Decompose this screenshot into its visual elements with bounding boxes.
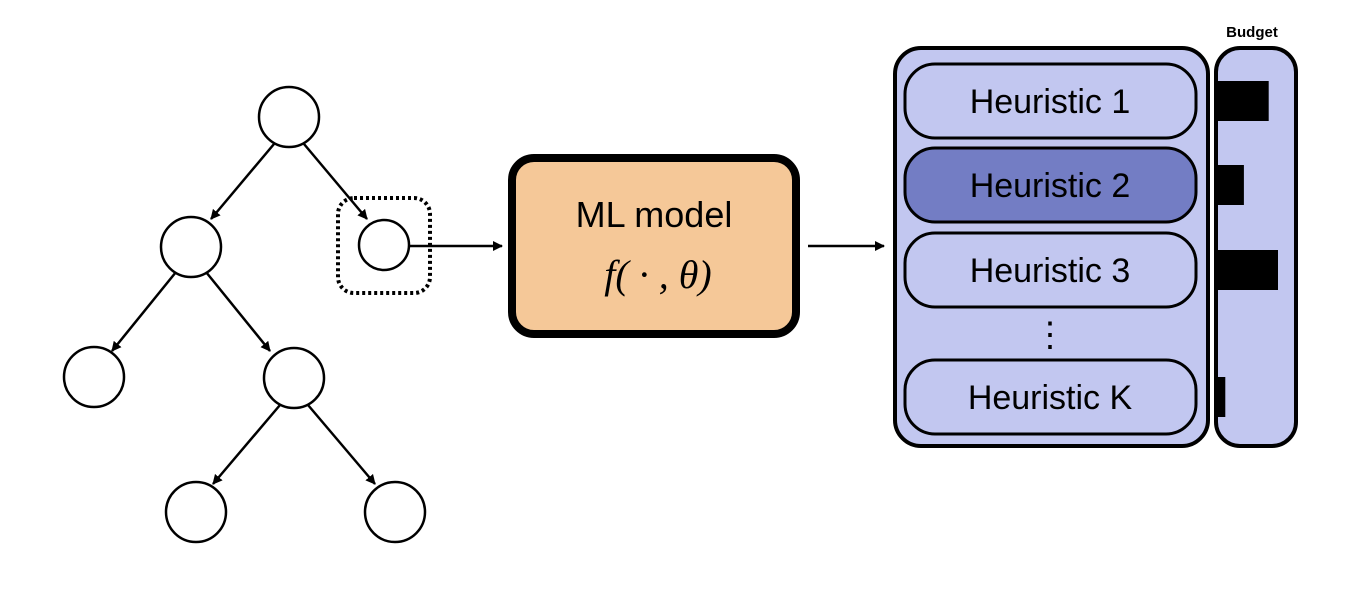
budget-bar — [1216, 250, 1278, 290]
ml-model-title: ML model — [576, 194, 733, 235]
tree-node-root[interactable] — [257, 85, 321, 149]
heuristic-label: Heuristic 3 — [970, 252, 1131, 290]
heuristic-box — [903, 231, 1198, 309]
heuristic-item[interactable]: Heuristic 1 — [903, 62, 1198, 140]
heuristic-item[interactable]: Heuristic K — [903, 358, 1198, 436]
tree-node-selected[interactable] — [357, 218, 411, 272]
tree-edge — [210, 143, 275, 220]
tree-edge — [205, 271, 271, 352]
tree-node[interactable] — [164, 480, 228, 544]
heuristic-box — [903, 62, 1198, 140]
budget-bar — [1216, 377, 1226, 417]
budget-bars — [1216, 81, 1278, 417]
tree-node[interactable] — [363, 480, 427, 544]
heuristics-ellipsis: ⋮ — [1033, 316, 1067, 354]
tree-edge — [212, 404, 281, 485]
tree-node[interactable] — [159, 215, 223, 279]
ml-model-formula: f( · , θ) — [604, 252, 711, 297]
heuristic-label: Heuristic 2 — [970, 167, 1131, 205]
budget-bar — [1216, 165, 1244, 205]
tree-node[interactable] — [62, 345, 126, 409]
tree-node[interactable] — [262, 346, 326, 410]
tree-edges — [111, 143, 376, 485]
budget-title: Budget — [1226, 24, 1278, 41]
heuristic-label: Heuristic 1 — [970, 83, 1131, 121]
tree-nodes — [62, 85, 427, 544]
budget-panel — [1214, 46, 1298, 448]
heuristic-box — [903, 358, 1198, 436]
ml-model-background — [508, 154, 800, 338]
ml-model-box[interactable]: ML model f( · , θ) — [508, 154, 800, 338]
heuristic-box — [903, 146, 1198, 224]
tree-edge — [303, 143, 368, 220]
heuristic-label: Heuristic K — [968, 379, 1133, 417]
heuristic-item[interactable]: Heuristic 3 — [903, 231, 1198, 309]
tree-edge — [111, 271, 177, 352]
budget-bar — [1216, 81, 1269, 121]
heuristic-item-selected[interactable]: Heuristic 2 — [903, 146, 1198, 224]
tree-edge — [307, 404, 376, 485]
